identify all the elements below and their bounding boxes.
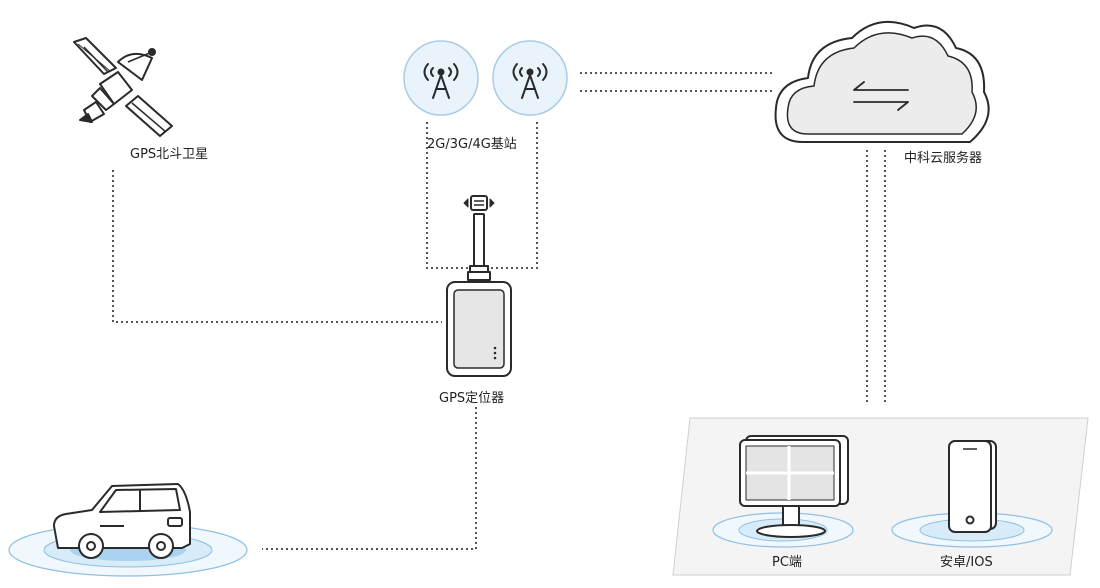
base-station-label: 2G/3G/4G基站 xyxy=(427,137,517,152)
locator-label: GPS定位器 xyxy=(439,391,504,406)
satellite-icon xyxy=(73,37,173,137)
mobile-signal-rings xyxy=(891,512,1053,548)
cell-tower-icon xyxy=(403,40,479,116)
cloud-server-label: 中科云服务器 xyxy=(904,150,982,166)
mobile-label: 安卓/IOS xyxy=(940,555,993,570)
gps-locator-icon xyxy=(446,195,512,377)
cell-tower-icon xyxy=(492,40,568,116)
car-icon xyxy=(53,483,191,559)
cloud-server-icon xyxy=(774,21,990,143)
pc-label: PC端 xyxy=(772,555,802,570)
satellite-label: GPS北斗卫星 xyxy=(130,147,208,162)
client-panel xyxy=(672,417,1089,576)
smartphone-icon xyxy=(948,440,997,533)
pc-monitor-icon xyxy=(739,435,849,538)
